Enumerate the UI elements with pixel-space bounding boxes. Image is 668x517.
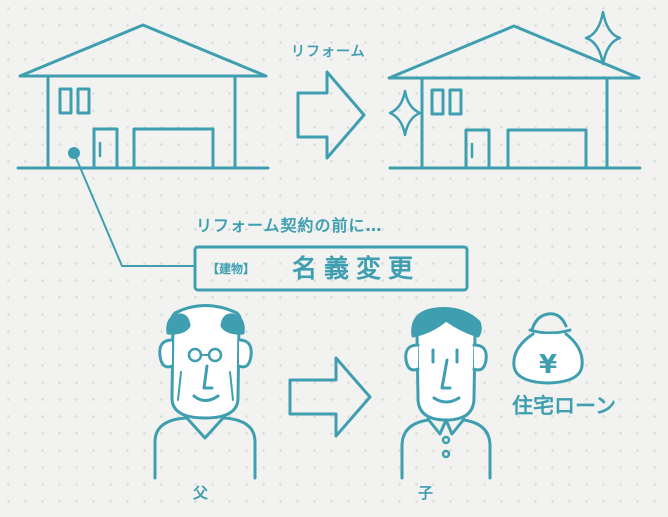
inheritance-arrow xyxy=(288,356,372,438)
father-collar xyxy=(184,415,226,440)
house-after-walls xyxy=(420,76,609,170)
house-before-garage xyxy=(132,127,215,170)
father-nose xyxy=(202,364,214,390)
name-change-label: 名義変更 xyxy=(292,254,421,283)
house-after-roof xyxy=(387,24,641,80)
house-before xyxy=(16,23,270,170)
house-after-window-left xyxy=(430,88,445,116)
house-before-roof xyxy=(18,23,268,78)
house-after-door xyxy=(464,128,491,170)
yen-icon: ¥ xyxy=(539,350,557,380)
son-ear-right xyxy=(472,343,488,372)
money-bag-tie xyxy=(528,328,572,335)
money-bag-top xyxy=(530,312,568,332)
son-body xyxy=(400,418,492,480)
money-bag: ¥ xyxy=(512,312,584,385)
son-nose xyxy=(440,358,452,390)
money-bag-body xyxy=(512,332,584,385)
name-change-box xyxy=(193,245,469,292)
house-before-window-right xyxy=(76,87,91,115)
son-figure xyxy=(400,307,492,480)
house-before-walls xyxy=(46,74,237,170)
son-ear-left xyxy=(404,343,420,372)
father-ear-right xyxy=(237,338,253,369)
house-before-window-left xyxy=(58,87,73,115)
father-hair-right xyxy=(220,313,245,335)
house-after-garage xyxy=(506,128,588,170)
son-button-1 xyxy=(441,435,451,445)
father-body xyxy=(153,416,257,480)
sparkle-large xyxy=(584,10,622,66)
pointer-line xyxy=(73,152,195,267)
son-label: 子 xyxy=(418,484,434,502)
house-after xyxy=(387,10,642,170)
son-button-2 xyxy=(441,449,451,459)
house-after-window-right xyxy=(448,88,463,116)
building-bracket-label: 【建物】 xyxy=(207,262,256,276)
son-hair xyxy=(411,307,482,338)
reform-label: リフォーム xyxy=(291,44,366,60)
sparkle-small xyxy=(388,89,422,137)
before-contract-label: リフォーム契約の前に… xyxy=(196,216,383,235)
house-before-door xyxy=(92,127,119,170)
father-hair-left xyxy=(166,313,191,335)
mortgage-label: 住宅ローン xyxy=(512,394,616,418)
father-mouth xyxy=(192,394,220,402)
son-mouth xyxy=(432,396,461,404)
reform-arrow xyxy=(296,70,366,160)
father-cheek-lines xyxy=(177,371,234,401)
father-label: 父 xyxy=(193,484,209,502)
father-ear-left xyxy=(158,338,174,369)
father-figure xyxy=(153,304,257,480)
